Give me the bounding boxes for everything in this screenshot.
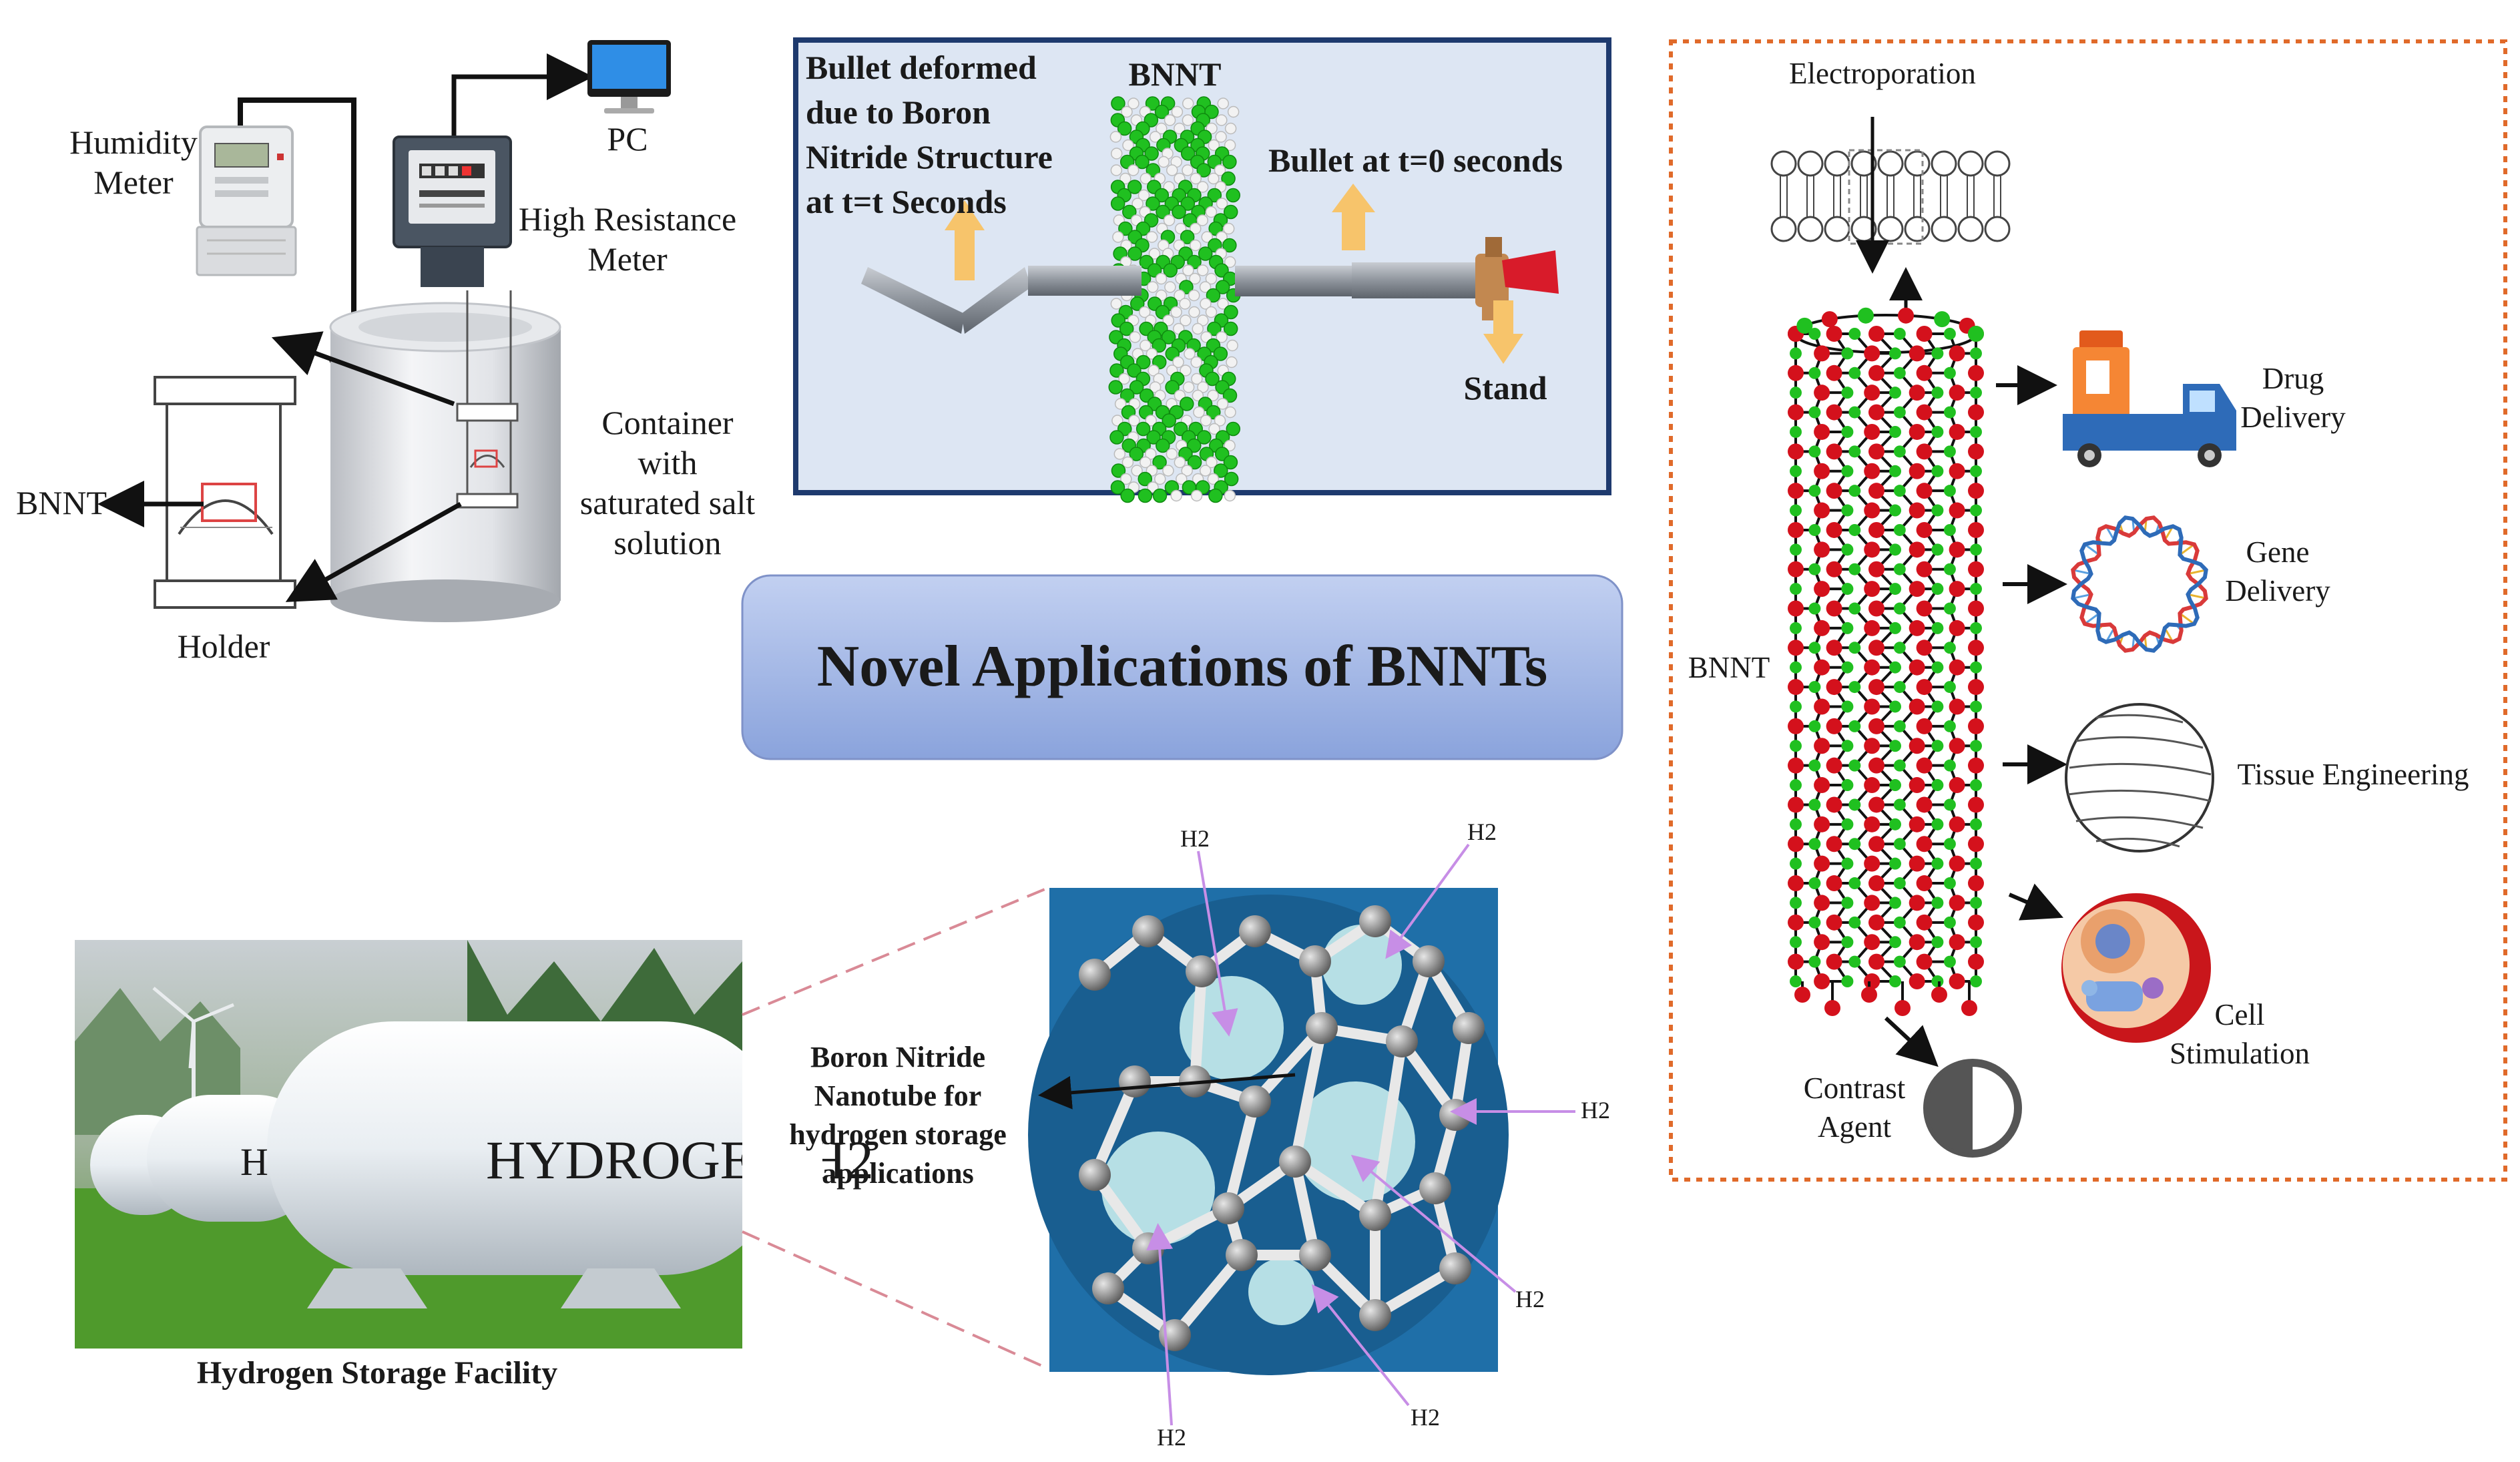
contrast-agent-label-2: Agent xyxy=(1818,1110,1891,1144)
container-label-2: with xyxy=(638,444,698,481)
bnnt-label-bullet: BNNT xyxy=(1129,55,1222,93)
center-title: Novel Applications of BNNTs xyxy=(817,634,1548,699)
tissue-engineering-label: Tissue Engineering xyxy=(2237,758,2469,791)
h2-label-4: H2 xyxy=(1515,1286,1545,1312)
nanotube-text-3: hydrogen storage xyxy=(789,1118,1007,1151)
arrow-to-holder-bottom xyxy=(285,501,462,602)
humidity-meter-label-1: Humidity xyxy=(69,124,198,161)
high-resistance-meter-icon xyxy=(393,136,512,287)
container-label-3: saturated salt xyxy=(580,484,756,521)
hydrogen-storage-panel: H HYDROGEN H2 Hydrogen Storage Facility … xyxy=(75,818,1610,1451)
pc-monitor-icon xyxy=(587,40,671,113)
biomedical-panel: Electroporation BNNT Drug Delivery Gene … xyxy=(1669,39,2507,1182)
contrast-agent-label-1: Contrast xyxy=(1804,1071,1906,1105)
h2-label-1: H2 xyxy=(1180,825,1210,852)
arrow-molecule-to-text xyxy=(1038,1073,1296,1110)
wire-meter-to-pc xyxy=(451,53,593,137)
impact-arrow-up-right xyxy=(1332,184,1375,250)
humidity-setup-panel: Humidity Meter PC High Resistance Meter … xyxy=(16,40,755,665)
dna-ring-icon xyxy=(2071,515,2208,653)
h2-label-3: H2 xyxy=(1581,1097,1610,1124)
hydrogen-tank-photo: H HYDROGEN H2 xyxy=(75,935,874,1355)
small-tank-text: H xyxy=(240,1140,268,1184)
title-box: Novel Applications of BNNTs xyxy=(741,574,1623,760)
drug-delivery-truck-icon xyxy=(2063,330,2236,467)
cell-stimulation-icon xyxy=(2061,893,2211,1043)
electroporation-label: Electroporation xyxy=(1789,57,1976,90)
bullet-deformed-text-4: at t=t Seconds xyxy=(806,183,1007,220)
contrast-agent-icon xyxy=(1923,1059,2022,1158)
deformed-bullet xyxy=(861,266,1142,334)
drug-delivery-label-1: Drug xyxy=(2262,362,2324,395)
bnnt-label-humidity: BNNT xyxy=(16,484,107,521)
high-resistance-label-2: Meter xyxy=(587,240,668,278)
humidity-meter-icon xyxy=(196,126,297,276)
holder-label: Holder xyxy=(178,628,270,665)
nanotube-text-1: Boron Nitride xyxy=(810,1041,985,1073)
arrow-to-cell-stimulation xyxy=(2008,883,2064,921)
stand-label: Stand xyxy=(1463,369,1547,407)
cell-stimulation-label-2: Stimulation xyxy=(2170,1037,2310,1070)
bullet-deformed-text-2: due to Boron xyxy=(806,93,991,131)
inner-sample-holder xyxy=(456,290,519,509)
humidity-meter-label-2: Meter xyxy=(93,164,174,201)
arrow-to-holder-top xyxy=(271,331,455,407)
enlarged-holder xyxy=(154,376,296,609)
arrow-to-contrast-agent xyxy=(1884,1016,1939,1067)
drug-delivery-label-2: Delivery xyxy=(2240,401,2346,434)
gene-delivery-label-2: Delivery xyxy=(2225,574,2330,607)
container-label-1: Container xyxy=(601,404,734,441)
h2-label-5: H2 xyxy=(1411,1404,1440,1431)
h2-label-2: H2 xyxy=(1467,818,1497,845)
gene-delivery-label-1: Gene xyxy=(2246,535,2310,569)
impact-arrow-up-left xyxy=(945,200,985,280)
cell-stimulation-label-1: Cell xyxy=(2215,998,2265,1031)
nanotube-text-2: Nanotube for xyxy=(814,1079,982,1112)
bnnt-label-bio: BNNT xyxy=(1688,651,1770,684)
h2-label-6: H2 xyxy=(1157,1424,1186,1451)
bullet-deformed-text-3: Nitride Structure xyxy=(806,138,1053,176)
container-label-4: solution xyxy=(613,524,721,561)
bullet-impact-panel: Bullet deformed due to Boron Nitride Str… xyxy=(793,37,1611,503)
nanotube-text-4: applications xyxy=(822,1157,973,1190)
straight-bullet xyxy=(1235,237,1559,320)
bullet-deformed-text-1: Bullet deformed xyxy=(806,49,1037,86)
tissue-sphere-icon xyxy=(2065,703,2214,852)
lipid-bilayer-icon xyxy=(1770,150,2011,242)
bullet-t0-label: Bullet at t=0 seconds xyxy=(1268,142,1563,179)
pc-label: PC xyxy=(607,120,648,158)
hydrogen-facility-caption: Hydrogen Storage Facility xyxy=(197,1355,557,1391)
high-resistance-label-1: High Resistance xyxy=(519,200,736,238)
bnnt-lattice-red-green xyxy=(1788,307,1984,1016)
bn-nanocage-molecule xyxy=(1028,888,1509,1375)
container-cylinder xyxy=(329,302,561,622)
stand-arrow-down xyxy=(1483,300,1523,364)
